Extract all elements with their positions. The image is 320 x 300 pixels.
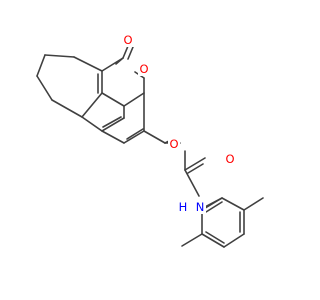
svg-text:H: H <box>179 200 188 214</box>
svg-text:O: O <box>139 62 148 76</box>
atom-label-o-amide: O <box>224 152 236 166</box>
svg-text:O: O <box>123 33 132 47</box>
svg-text:O: O <box>169 137 178 151</box>
atom-label-o-ring: O <box>138 62 150 76</box>
benzo-ring <box>81 92 145 144</box>
svg-text:O: O <box>225 152 234 166</box>
cycloheptane-ring <box>36 54 103 118</box>
chemical-structure-diagram: O O O O N H <box>36 33 264 248</box>
atom-labels: O O O O N H <box>122 33 236 214</box>
atom-label-o-ether: O <box>168 137 180 151</box>
atom-label-o-carbonyl-lactone: O <box>122 33 134 47</box>
atom-label-h-amide: H <box>177 200 189 214</box>
atom-label-n-amide: N <box>194 200 206 214</box>
pyranone-ring <box>81 45 145 118</box>
svg-text:N: N <box>196 200 205 214</box>
side-chain <box>143 130 223 208</box>
